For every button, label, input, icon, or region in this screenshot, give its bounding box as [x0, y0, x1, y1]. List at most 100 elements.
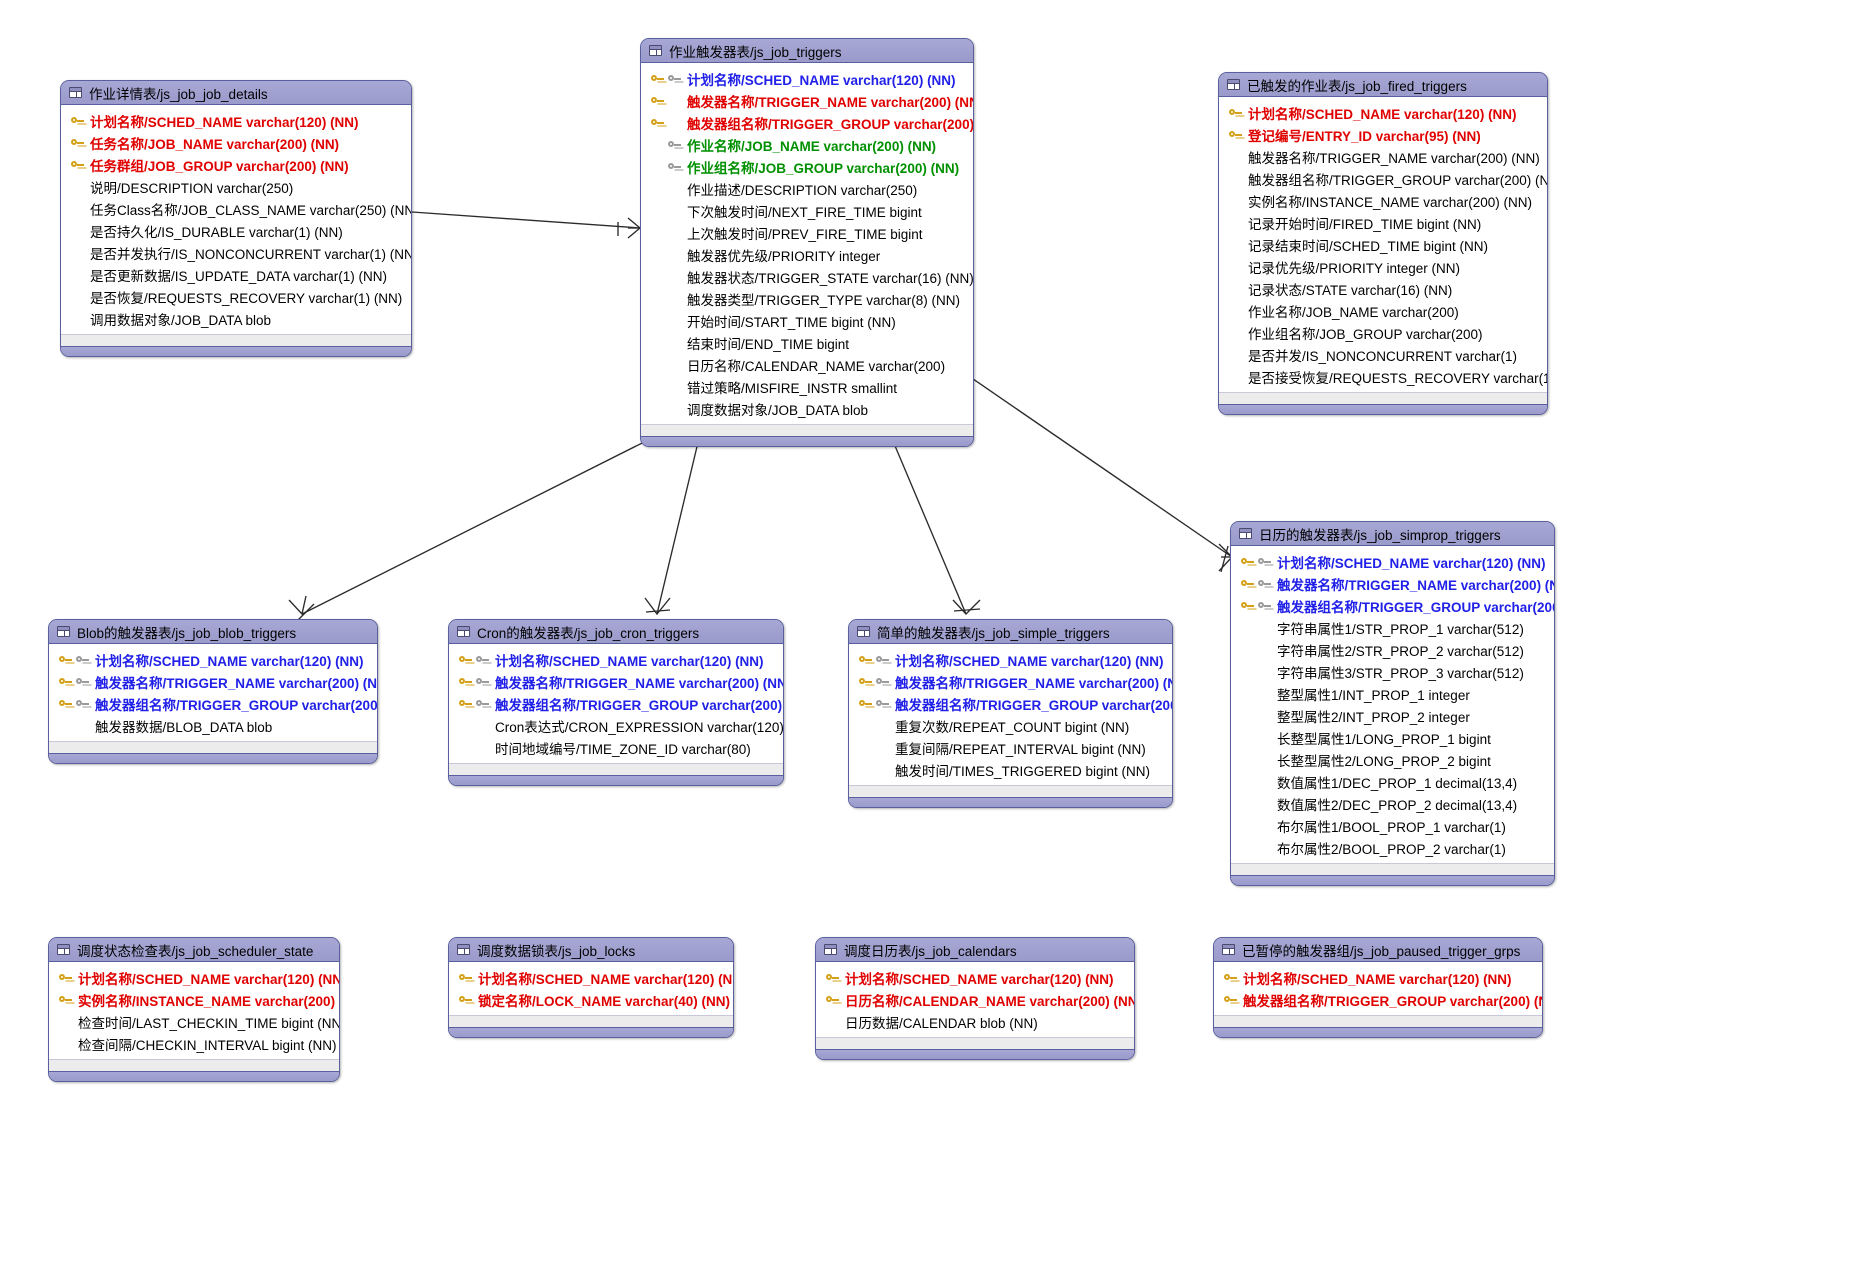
column-row[interactable]: 整型属性2/INT_PROP_2 integer — [1231, 705, 1554, 727]
column-row[interactable]: 作业描述/DESCRIPTION varchar(250) — [641, 178, 973, 200]
column-row[interactable]: 结束时间/END_TIME bigint — [641, 332, 973, 354]
column-row[interactable]: 触发器名称/TRIGGER_NAME varchar(200) (NN) — [449, 671, 783, 693]
column-row[interactable]: 计划名称/SCHED_NAME varchar(120) (NN) — [816, 967, 1134, 989]
column-row[interactable]: 是否并发/IS_NONCONCURRENT varchar(1) — [1219, 344, 1547, 366]
column-row[interactable]: 计划名称/SCHED_NAME varchar(120) (NN) — [641, 68, 973, 90]
column-row[interactable]: 数值属性1/DEC_PROP_1 decimal(13,4) — [1231, 771, 1554, 793]
column-row[interactable]: 日历名称/CALENDAR_NAME varchar(200) (NN) — [816, 989, 1134, 1011]
column-row[interactable]: 是否接受恢复/REQUESTS_RECOVERY varchar(1) — [1219, 366, 1547, 388]
column-row[interactable]: 重复间隔/REPEAT_INTERVAL bigint (NN) — [849, 737, 1172, 759]
column-row[interactable]: 登记编号/ENTRY_ID varchar(95) (NN) — [1219, 124, 1547, 146]
column-row[interactable]: 数值属性2/DEC_PROP_2 decimal(13,4) — [1231, 793, 1554, 815]
column-row[interactable]: 日历数据/CALENDAR blob (NN) — [816, 1011, 1134, 1033]
entity-simprop_triggers[interactable]: 日历的触发器表/js_job_simprop_triggers 计划名称/SCHE… — [1230, 521, 1555, 886]
column-row[interactable]: 是否更新数据/IS_UPDATE_DATA varchar(1) (NN) — [61, 264, 411, 286]
column-row[interactable]: 长整型属性1/LONG_PROP_1 bigint — [1231, 727, 1554, 749]
column-row[interactable]: 调用数据对象/JOB_DATA blob — [61, 308, 411, 330]
column-row[interactable]: 调度数据对象/JOB_DATA blob — [641, 398, 973, 420]
column-row[interactable]: 触发器优先级/PRIORITY integer — [641, 244, 973, 266]
entity-header-paused_trigger_grps[interactable]: 已暂停的触发器组/js_job_paused_trigger_grps — [1214, 938, 1542, 962]
column-row[interactable]: 记录开始时间/FIRED_TIME bigint (NN) — [1219, 212, 1547, 234]
column-row[interactable]: 重复次数/REPEAT_COUNT bigint (NN) — [849, 715, 1172, 737]
column-row[interactable]: 计划名称/SCHED_NAME varchar(120) (NN) — [1219, 102, 1547, 124]
entity-fired_triggers[interactable]: 已触发的作业表/js_job_fired_triggers 计划名称/SCHED_… — [1218, 72, 1548, 415]
column-row[interactable]: 触发器名称/TRIGGER_NAME varchar(200) (NN) — [1231, 573, 1554, 595]
column-row[interactable]: 锁定名称/LOCK_NAME varchar(40) (NN) — [449, 989, 733, 1011]
column-row[interactable]: 触发器状态/TRIGGER_STATE varchar(16) (NN) — [641, 266, 973, 288]
column-row[interactable]: 上次触发时间/PREV_FIRE_TIME bigint — [641, 222, 973, 244]
entity-header-calendars[interactable]: 调度日历表/js_job_calendars — [816, 938, 1134, 962]
column-row[interactable]: 触发器组名称/TRIGGER_GROUP varchar(200) (NN) — [1231, 595, 1554, 617]
column-row[interactable]: 长整型属性2/LONG_PROP_2 bigint — [1231, 749, 1554, 771]
column-row[interactable]: 任务名称/JOB_NAME varchar(200) (NN) — [61, 132, 411, 154]
entity-header-job_triggers[interactable]: 作业触发器表/js_job_triggers — [641, 39, 973, 63]
column-row[interactable]: 计划名称/SCHED_NAME varchar(120) (NN) — [49, 967, 339, 989]
entity-header-scheduler_state[interactable]: 调度状态检查表/js_job_scheduler_state — [49, 938, 339, 962]
column-row[interactable]: 时间地域编号/TIME_ZONE_ID varchar(80) — [449, 737, 783, 759]
entity-paused_trigger_grps[interactable]: 已暂停的触发器组/js_job_paused_trigger_grps 计划名称/… — [1213, 937, 1543, 1038]
column-row[interactable]: 实例名称/INSTANCE_NAME varchar(200) (NN) — [49, 989, 339, 1011]
column-row[interactable]: 布尔属性2/BOOL_PROP_2 varchar(1) — [1231, 837, 1554, 859]
column-row[interactable]: 检查时间/LAST_CHECKIN_TIME bigint (NN) — [49, 1011, 339, 1033]
column-row[interactable]: 记录状态/STATE varchar(16) (NN) — [1219, 278, 1547, 300]
entity-header-job_details[interactable]: 作业详情表/js_job_job_details — [61, 81, 411, 105]
column-row[interactable]: 触发器组名称/TRIGGER_GROUP varchar(200) (NN) — [849, 693, 1172, 715]
column-row[interactable]: 实例名称/INSTANCE_NAME varchar(200) (NN) — [1219, 190, 1547, 212]
column-row[interactable]: 触发器名称/TRIGGER_NAME varchar(200) (NN) — [49, 671, 377, 693]
column-row[interactable]: 触发器名称/TRIGGER_NAME varchar(200) (NN) — [849, 671, 1172, 693]
entity-header-fired_triggers[interactable]: 已触发的作业表/js_job_fired_triggers — [1219, 73, 1547, 97]
column-row[interactable]: 触发器组名称/TRIGGER_GROUP varchar(200) (NN) — [641, 112, 973, 134]
column-row[interactable]: 计划名称/SCHED_NAME varchar(120) (NN) — [849, 649, 1172, 671]
column-row[interactable]: 触发器组名称/TRIGGER_GROUP varchar(200) (NN) — [1214, 989, 1542, 1011]
column-row[interactable]: 计划名称/SCHED_NAME varchar(120) (NN) — [61, 110, 411, 132]
column-row[interactable]: 触发器数据/BLOB_DATA blob — [49, 715, 377, 737]
entity-calendars[interactable]: 调度日历表/js_job_calendars 计划名称/SCHED_NAME va… — [815, 937, 1135, 1060]
entity-header-blob_triggers[interactable]: Blob的触发器表/js_job_blob_triggers — [49, 620, 377, 644]
column-row[interactable]: 触发时间/TIMES_TRIGGERED bigint (NN) — [849, 759, 1172, 781]
entity-header-simple_triggers[interactable]: 简单的触发器表/js_job_simple_triggers — [849, 620, 1172, 644]
entity-job_details[interactable]: 作业详情表/js_job_job_details 计划名称/SCHED_NAME … — [60, 80, 412, 357]
column-row[interactable]: 作业组名称/JOB_GROUP varchar(200) — [1219, 322, 1547, 344]
entity-job_triggers[interactable]: 作业触发器表/js_job_triggers 计划名称/SCHED_NAME va… — [640, 38, 974, 447]
entity-header-simprop_triggers[interactable]: 日历的触发器表/js_job_simprop_triggers — [1231, 522, 1554, 546]
column-row[interactable]: 作业名称/JOB_NAME varchar(200) — [1219, 300, 1547, 322]
column-row[interactable]: 触发器名称/TRIGGER_NAME varchar(200) (NN) — [1219, 146, 1547, 168]
column-row[interactable]: 任务群组/JOB_GROUP varchar(200) (NN) — [61, 154, 411, 176]
column-row[interactable]: 任务Class名称/JOB_CLASS_NAME varchar(250) (N… — [61, 198, 411, 220]
column-row[interactable]: 是否恢复/REQUESTS_RECOVERY varchar(1) (NN) — [61, 286, 411, 308]
column-row[interactable]: 字符串属性1/STR_PROP_1 varchar(512) — [1231, 617, 1554, 639]
entity-simple_triggers[interactable]: 简单的触发器表/js_job_simple_triggers 计划名称/SCHED… — [848, 619, 1173, 808]
column-row[interactable]: 计划名称/SCHED_NAME varchar(120) (NN) — [1231, 551, 1554, 573]
column-row[interactable]: 触发器组名称/TRIGGER_GROUP varchar(200) (NN) — [1219, 168, 1547, 190]
column-row[interactable]: 计划名称/SCHED_NAME varchar(120) (NN) — [1214, 967, 1542, 989]
column-row[interactable]: Cron表达式/CRON_EXPRESSION varchar(120) (NN… — [449, 715, 783, 737]
column-row[interactable]: 检查间隔/CHECKIN_INTERVAL bigint (NN) — [49, 1033, 339, 1055]
column-row[interactable]: 下次触发时间/NEXT_FIRE_TIME bigint — [641, 200, 973, 222]
column-row[interactable]: 错过策略/MISFIRE_INSTR smallint — [641, 376, 973, 398]
column-row[interactable]: 说明/DESCRIPTION varchar(250) — [61, 176, 411, 198]
column-row[interactable]: 触发器组名称/TRIGGER_GROUP varchar(200) (NN) — [49, 693, 377, 715]
column-row[interactable]: 是否并发执行/IS_NONCONCURRENT varchar(1) (NN) — [61, 242, 411, 264]
column-row[interactable]: 整型属性1/INT_PROP_1 integer — [1231, 683, 1554, 705]
column-row[interactable]: 日历名称/CALENDAR_NAME varchar(200) — [641, 354, 973, 376]
column-row[interactable]: 计划名称/SCHED_NAME varchar(120) (NN) — [449, 967, 733, 989]
column-row[interactable]: 触发器类型/TRIGGER_TYPE varchar(8) (NN) — [641, 288, 973, 310]
entity-header-locks[interactable]: 调度数据锁表/js_job_locks — [449, 938, 733, 962]
column-row[interactable]: 计划名称/SCHED_NAME varchar(120) (NN) — [49, 649, 377, 671]
column-row[interactable]: 记录优先级/PRIORITY integer (NN) — [1219, 256, 1547, 278]
entity-scheduler_state[interactable]: 调度状态检查表/js_job_scheduler_state 计划名称/SCHED… — [48, 937, 340, 1082]
column-row[interactable]: 字符串属性2/STR_PROP_2 varchar(512) — [1231, 639, 1554, 661]
column-row[interactable]: 记录结束时间/SCHED_TIME bigint (NN) — [1219, 234, 1547, 256]
column-row[interactable]: 布尔属性1/BOOL_PROP_1 varchar(1) — [1231, 815, 1554, 837]
entity-blob_triggers[interactable]: Blob的触发器表/js_job_blob_triggers 计划名称/SCHED… — [48, 619, 378, 764]
entity-locks[interactable]: 调度数据锁表/js_job_locks 计划名称/SCHED_NAME varch… — [448, 937, 734, 1038]
column-row[interactable]: 字符串属性3/STR_PROP_3 varchar(512) — [1231, 661, 1554, 683]
column-row[interactable]: 开始时间/START_TIME bigint (NN) — [641, 310, 973, 332]
column-row[interactable]: 触发器名称/TRIGGER_NAME varchar(200) (NN) — [641, 90, 973, 112]
column-row[interactable]: 触发器组名称/TRIGGER_GROUP varchar(200) (NN) — [449, 693, 783, 715]
entity-header-cron_triggers[interactable]: Cron的触发器表/js_job_cron_triggers — [449, 620, 783, 644]
column-row[interactable]: 作业名称/JOB_NAME varchar(200) (NN) — [641, 134, 973, 156]
column-row[interactable]: 作业组名称/JOB_GROUP varchar(200) (NN) — [641, 156, 973, 178]
column-row[interactable]: 是否持久化/IS_DURABLE varchar(1) (NN) — [61, 220, 411, 242]
